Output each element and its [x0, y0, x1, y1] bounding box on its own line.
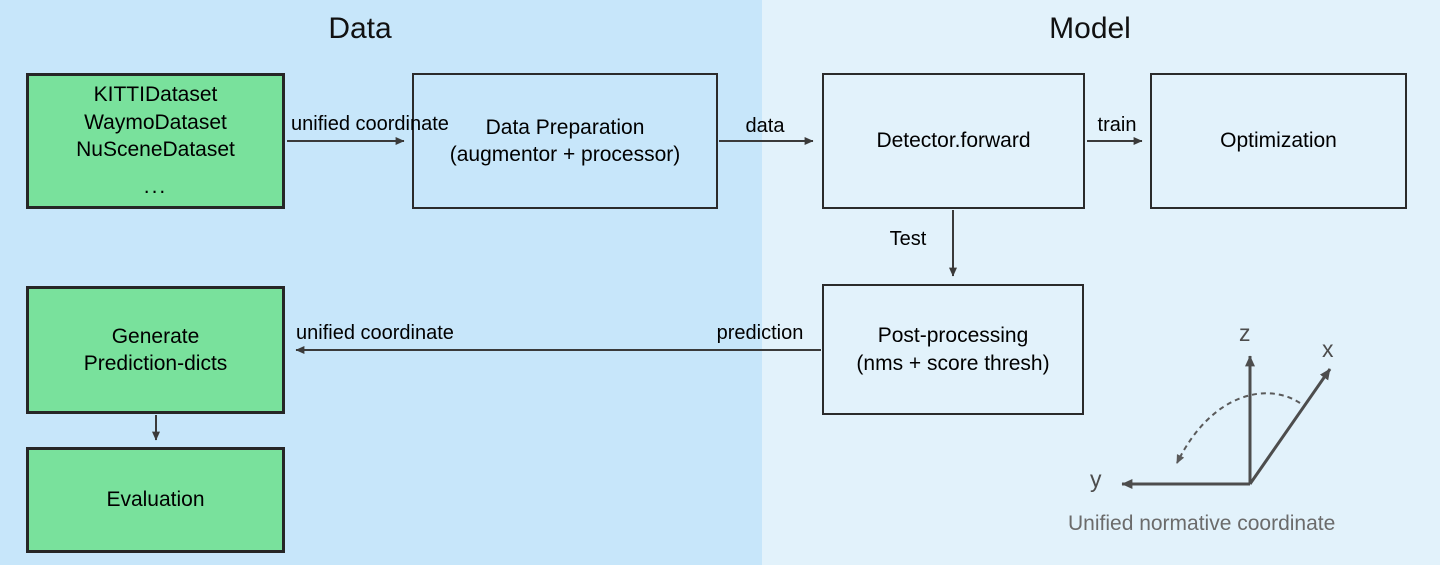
node-post-processing[interactable]: Post-processing (nms + score thresh) — [822, 284, 1084, 415]
axis-label-x: x — [1322, 336, 1334, 362]
axis-label-y: y — [1090, 466, 1102, 492]
edge-label-unified-coordinate-top: unified coordinate — [291, 113, 449, 137]
node-post-processing-line-2: (nms + score thresh) — [856, 351, 1050, 375]
node-datasets-line-1: KITTIDataset — [93, 83, 218, 107]
node-optimization[interactable]: Optimization — [1150, 73, 1407, 209]
node-data-preparation-line-2: (augmentor + processor) — [449, 143, 681, 166]
panel-title-model: Model — [1049, 12, 1131, 45]
node-optimization-label: Optimization — [1220, 129, 1337, 153]
edge-label-coordinate-bottom: coordinate — [360, 322, 454, 344]
edge-label-unified-bottom: unified — [296, 322, 355, 344]
node-datasets-line-4: ... — [143, 175, 168, 199]
edge-label-data: data — [745, 115, 785, 137]
node-datasets[interactable]: KITTIDataset WaymoDataset NuSceneDataset… — [26, 73, 285, 209]
node-datasets-line-2: WaymoDataset — [84, 110, 227, 134]
edge-label-unified-top: unified — [291, 113, 350, 135]
panel-title-data: Data — [328, 12, 392, 45]
node-generate-prediction-dicts[interactable]: Generate Prediction-dicts — [26, 286, 285, 414]
edge-label-prediction: prediction — [716, 322, 804, 344]
edge-label-train: train — [1097, 114, 1137, 136]
edge-label-test: Test — [889, 228, 927, 250]
node-evaluation-label: Evaluation — [106, 488, 205, 512]
node-datasets-line-3: NuSceneDataset — [76, 138, 235, 161]
coordinate-widget-caption: Unified normative coordinate — [1068, 512, 1336, 535]
node-evaluation[interactable]: Evaluation — [26, 447, 285, 553]
node-generate-line-1: Generate — [111, 324, 200, 348]
node-detector-forward-label: Detector.forward — [876, 129, 1031, 153]
edge-label-coordinate-top: coordinate — [355, 113, 449, 135]
edge-label-unified-coordinate-bottom: unified coordinate — [296, 322, 454, 346]
node-data-preparation[interactable]: Data Preparation (augmentor + processor) — [412, 73, 718, 209]
node-generate-line-2: Prediction-dicts — [83, 352, 228, 375]
node-data-preparation-line-1: Data Preparation — [485, 115, 645, 139]
node-detector-forward[interactable]: Detector.forward — [822, 73, 1085, 209]
node-post-processing-line-1: Post-processing — [877, 324, 1029, 348]
axis-label-z: z — [1239, 320, 1251, 346]
